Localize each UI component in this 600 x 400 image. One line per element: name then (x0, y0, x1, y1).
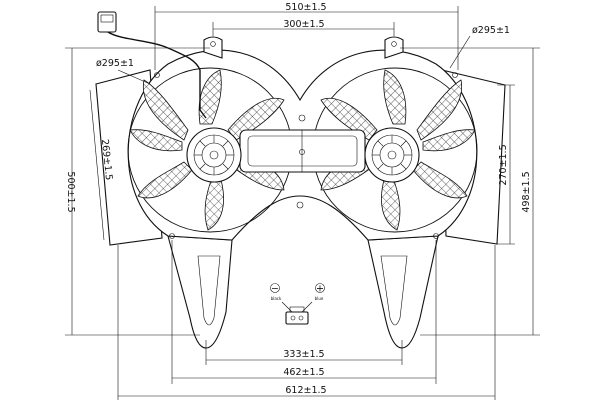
dim-overall-height: 500±1.5 (65, 171, 76, 212)
right-upper-hole (452, 72, 458, 78)
center-lower-hole (296, 201, 304, 209)
right-leg-slot (380, 255, 408, 326)
center-upper-hole (298, 114, 306, 122)
left-leg-slot (197, 255, 221, 326)
dim-left-diameter: ø295±1 (96, 58, 134, 69)
dim-right-height-inner: 270±1.5 (498, 144, 509, 185)
dim-bottom-inner: 333±1.5 (283, 349, 324, 360)
motor-bridge (186, 127, 420, 183)
left-fan-blades (129, 69, 285, 231)
dim-top-width: 510±1.5 (285, 2, 326, 13)
dim-bottom-overall: 612±1.5 (285, 385, 326, 396)
dimension-labels: 510±1.5 300±1.5 ø295±1 ø295±1 269±1.5 50… (65, 2, 532, 396)
right-top-lug (384, 36, 404, 59)
electrical-connector: − + black blue (270, 283, 325, 325)
left-upper-hole (154, 72, 160, 78)
right-fan-blades (320, 69, 476, 231)
left-lower-hole (169, 233, 175, 239)
bridge-center-hole (299, 149, 305, 155)
left-top-lug-hole (210, 41, 216, 47)
bridge-inner-frame (247, 135, 358, 167)
minus-wire-label: black (271, 296, 282, 301)
plus-wire-label: blue (315, 296, 324, 301)
minus-symbol: − (271, 284, 279, 295)
right-top-lug-hole (391, 41, 397, 47)
plus-terminal-circle (315, 283, 325, 293)
dim-bottom-middle: 462±1.5 (283, 367, 324, 378)
plus-symbol: + (316, 284, 324, 295)
left-mounting-leg (167, 235, 233, 349)
dim-right-diameter: ø295±1 (472, 25, 510, 36)
left-top-lug (203, 36, 223, 59)
dim-right-height-outer: 498±1.5 (521, 171, 532, 212)
connector-body (285, 311, 309, 325)
minus-terminal-circle (270, 283, 280, 293)
right-motor-ribs (372, 135, 412, 175)
right-lower-hole (433, 233, 439, 239)
dim-top-inner: 300±1.5 (283, 19, 324, 30)
left-motor-ribs (194, 135, 234, 175)
dim-left-height: 269±1.5 (99, 139, 114, 181)
dimension-lines (65, 6, 540, 400)
